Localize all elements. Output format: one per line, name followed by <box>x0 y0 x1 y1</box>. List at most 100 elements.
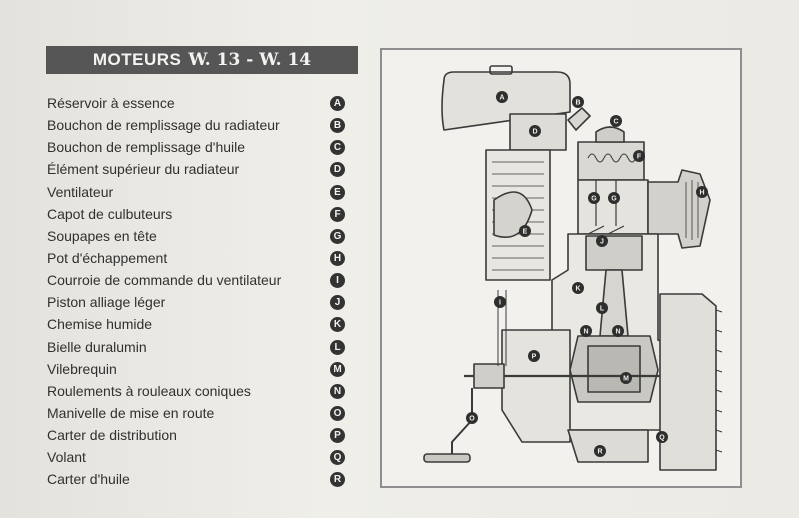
pulley-shape <box>473 363 505 389</box>
oil-sump-shape <box>567 429 649 463</box>
letter-marker: J <box>330 295 345 311</box>
callout-r: R <box>594 445 606 457</box>
legend-label: Carter de distribution <box>47 427 177 444</box>
callout-e: E <box>519 225 531 237</box>
letter-marker: M <box>330 361 345 377</box>
legend-item: Carter d'huile R <box>47 468 347 490</box>
svg-text:N: N <box>583 329 588 336</box>
svg-text:H: H <box>699 190 704 197</box>
letter-marker: R <box>330 472 345 488</box>
legend-label: Roulements à rouleaux coniques <box>47 382 251 399</box>
callout-n2: N <box>612 325 624 337</box>
callout-f: F <box>633 150 645 162</box>
legend-label: Élément supérieur du radiateur <box>47 161 240 178</box>
svg-text:R: R <box>597 449 602 456</box>
legend-label: Bielle duralumin <box>47 338 147 355</box>
legend-label: Carter d'huile <box>47 471 130 488</box>
callout-p: P <box>528 350 540 362</box>
callout-k: K <box>572 282 584 294</box>
letter-marker: O <box>330 405 345 421</box>
legend-item: Piston alliage léger J <box>47 291 347 313</box>
letter-marker: G <box>330 228 345 244</box>
parts-legend: Réservoir à essence A Bouchon de rempliss… <box>47 92 347 491</box>
callout-i: I <box>494 296 506 308</box>
letter-marker: I <box>330 273 345 289</box>
legend-item: Chemise humide K <box>47 313 347 335</box>
tank-cap-shape <box>489 65 513 75</box>
title-models: W. 13 - W. 14 <box>188 50 312 70</box>
letter-marker: H <box>330 250 345 266</box>
filler-tube-shape <box>567 107 591 131</box>
head-springs <box>587 153 637 163</box>
legend-label: Chemise humide <box>47 316 153 333</box>
svg-text:B: B <box>575 100 580 107</box>
legend-item: Roulements à rouleaux coniques N <box>47 380 347 402</box>
flywheel-teeth <box>715 309 723 453</box>
callout-l: L <box>596 302 608 314</box>
oil-cap-shape <box>595 126 625 143</box>
callout-m: M <box>620 372 632 384</box>
letter-marker: K <box>330 317 345 333</box>
callout-d: D <box>529 125 541 137</box>
callout-n1: N <box>580 325 592 337</box>
callout-a: A <box>496 91 508 103</box>
callout-h: H <box>696 186 708 198</box>
callout-b: B <box>572 96 584 108</box>
legend-item: Vilebrequin M <box>47 358 347 380</box>
svg-text:D: D <box>532 129 537 136</box>
letter-marker: N <box>330 383 345 399</box>
svg-text:A: A <box>499 95 504 102</box>
svg-text:Q: Q <box>659 435 665 442</box>
letter-marker: A <box>330 96 345 111</box>
letter-marker: L <box>330 339 345 355</box>
callout-j: J <box>596 235 608 247</box>
callout-o: O <box>466 412 478 424</box>
crank-web-shape <box>587 345 641 393</box>
svg-text:F: F <box>637 154 642 161</box>
legend-label: Ventilateur <box>47 183 114 200</box>
letter-marker: C <box>330 140 345 156</box>
title-prefix: MOTEURS <box>92 50 182 69</box>
svg-text:G: G <box>611 196 617 203</box>
legend-label: Réservoir à essence <box>47 95 175 111</box>
svg-text:C: C <box>613 119 618 126</box>
legend-item: Courroie de commande du ventilateur I <box>47 269 347 291</box>
callout-g2: G <box>608 192 620 204</box>
handle-grip-shape <box>423 453 471 463</box>
letter-marker: P <box>330 428 345 444</box>
legend-label: Courroie de commande du ventilateur <box>47 272 282 289</box>
legend-item: Pot d'échappement H <box>47 247 347 269</box>
legend-label: Capot de culbuteurs <box>47 205 173 222</box>
svg-text:J: J <box>600 239 604 246</box>
legend-item: Réservoir à essence A <box>47 92 347 114</box>
legend-label: Pot d'échappement <box>47 249 168 266</box>
svg-text:O: O <box>469 416 475 423</box>
legend-label: Piston alliage léger <box>47 294 166 311</box>
svg-text:G: G <box>591 196 597 203</box>
legend-label: Vilebrequin <box>47 360 117 377</box>
crank-handle-shape <box>451 388 473 458</box>
legend-item: Bouchon de remplissage du radiateur B <box>47 114 347 136</box>
callout-q: Q <box>656 431 668 443</box>
letter-marker: D <box>330 162 345 178</box>
piston-shape <box>585 235 643 271</box>
letter-marker: B <box>330 118 345 134</box>
letter-marker: E <box>330 184 345 200</box>
exhaust-shape <box>647 169 711 249</box>
legend-item: Manivelle de mise en route O <box>47 402 347 424</box>
callout-c: C <box>610 115 622 127</box>
engine-cutaway-diagram: A B C D E F G G H I J K L M N N O P Q R <box>380 48 742 488</box>
svg-text:P: P <box>532 354 537 361</box>
legend-item: Carter de distribution P <box>47 424 347 446</box>
engine-drawing: A B C D E F G G H I J K L M N N O P Q R <box>423 65 723 471</box>
legend-label: Bouchon de remplissage du radiateur <box>47 117 280 134</box>
svg-text:E: E <box>523 229 528 236</box>
svg-text:L: L <box>600 306 605 313</box>
legend-label: Manivelle de mise en route <box>47 404 215 421</box>
timing-case-shape <box>501 329 571 443</box>
callout-g1: G <box>588 192 600 204</box>
